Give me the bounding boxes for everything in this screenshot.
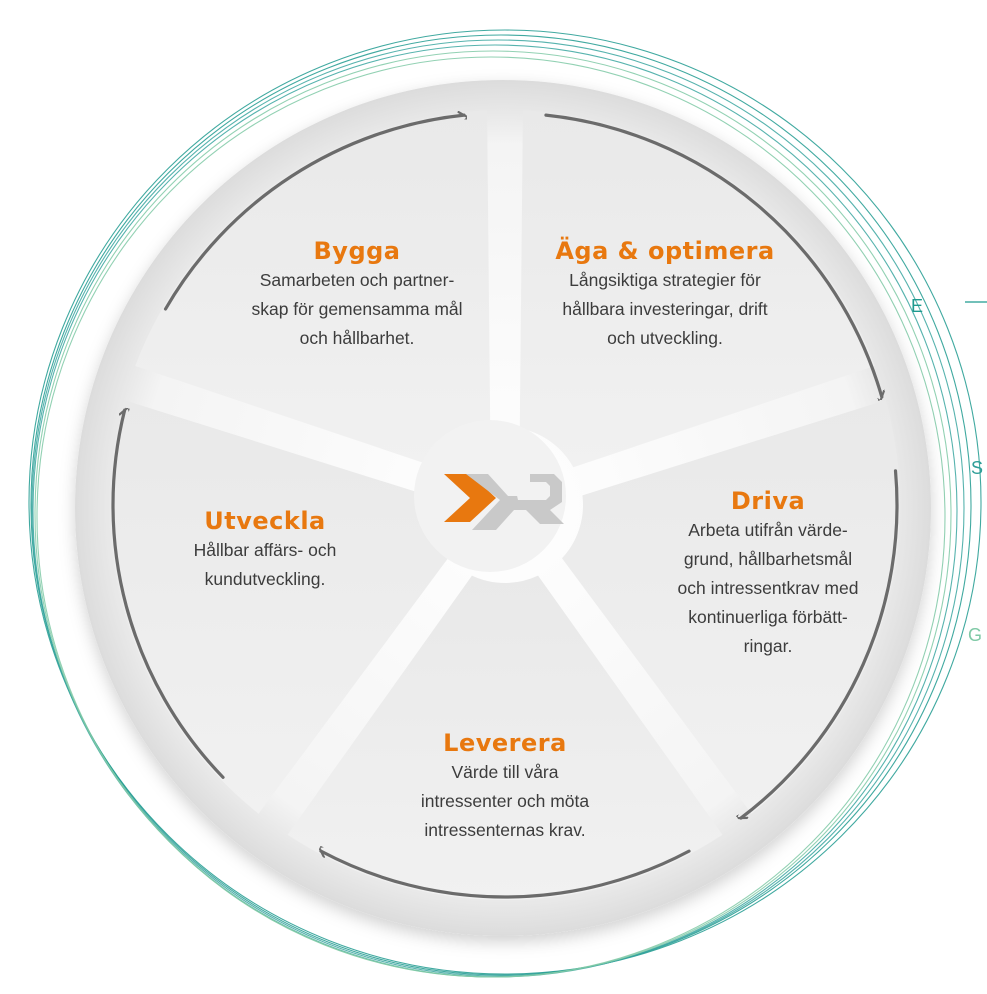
esg-ring xyxy=(31,39,965,977)
segment-title: Bygga xyxy=(313,237,401,265)
segment-desc-line: Arbeta utifrån värde- xyxy=(688,520,848,540)
segment-desc-line: Värde till våra xyxy=(451,762,559,782)
segment-wedge xyxy=(135,110,491,468)
cycle-arrow xyxy=(321,851,691,899)
segment-desc-line: och hållbarhet. xyxy=(299,328,415,348)
segment-wedge xyxy=(519,110,875,468)
esg-rings xyxy=(28,29,987,978)
esg-ring xyxy=(28,29,982,975)
esg-ring xyxy=(30,34,972,976)
segment-driva: Driva Arbeta utifrån värde- grund, hållb… xyxy=(618,486,918,661)
segment-aga-optimera: Äga & optimera Långsiktiga strategier fö… xyxy=(500,236,830,353)
segment-desc-line: kontinuerliga förbätt- xyxy=(688,607,848,627)
segment-desc-line: kundutveckling. xyxy=(204,569,326,589)
segment-desc-line: Samarbeten och partner- xyxy=(259,270,455,290)
segment-desc-line: och intressentkrav med xyxy=(677,578,859,598)
esg-label-g: G xyxy=(968,625,983,645)
segment-title: Äga & optimera xyxy=(555,237,775,265)
segment-desc-line: intressenter och möta xyxy=(420,791,590,811)
cycle-arrow xyxy=(741,469,899,820)
segment-desc-line: intressenternas krav. xyxy=(424,820,586,840)
segment-desc-line: hållbara investeringar, drift xyxy=(562,299,768,319)
cycle-arrow xyxy=(163,115,465,311)
segment-desc-line: Långsiktiga strategier för xyxy=(569,270,761,290)
cycle-arrow xyxy=(111,410,225,779)
segment-wedge xyxy=(110,400,449,814)
segment-desc-line: skap för gemensamma mål xyxy=(251,299,463,319)
segment-desc-line: och utveckling. xyxy=(607,328,723,348)
xr-logo-icon xyxy=(444,474,564,530)
segment-desc-line: Hållbar affärs- och xyxy=(193,540,337,560)
esg-label-e: E xyxy=(911,296,924,316)
segment-desc-line: ringar. xyxy=(743,636,793,656)
esg-ring xyxy=(36,56,946,978)
segment-title: Driva xyxy=(730,487,806,515)
segment-title: Utveckla xyxy=(204,507,326,535)
cycle-arrows xyxy=(111,113,899,899)
segment-wedge xyxy=(287,575,723,900)
segments xyxy=(110,110,900,900)
esg-label-s: S xyxy=(971,458,984,478)
segment-desc-line: grund, hållbarhetsmål xyxy=(683,549,853,569)
segment-wedge xyxy=(561,400,900,814)
segment-bygga: Bygga Samarbeten och partner- skap för g… xyxy=(192,236,522,353)
segment-title: Leverera xyxy=(443,729,567,757)
segment-utveckla: Utveckla Hållbar affärs- och kundutveckl… xyxy=(125,506,405,594)
cycle-arrow xyxy=(544,113,882,397)
segment-leverera: Leverera Värde till våra intressenter oc… xyxy=(355,728,655,845)
